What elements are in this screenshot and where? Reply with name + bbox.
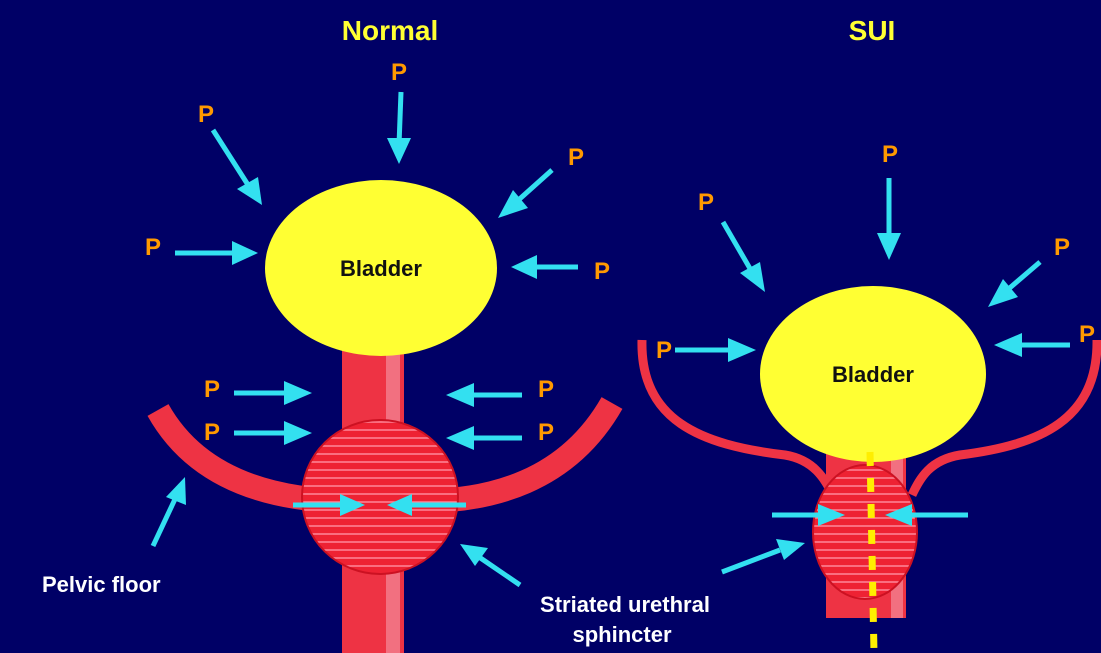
sui-bladder-label: Bladder: [832, 362, 914, 387]
normal-p-mid-right-2: P: [538, 419, 554, 446]
normal-p-mid-right-1: P: [538, 376, 554, 403]
normal-p-mid-left-2: P: [204, 419, 220, 446]
sui-p-upper-left: P: [698, 189, 714, 216]
sui-sphincter: [813, 465, 917, 599]
normal-p-upper-right: P: [568, 144, 584, 171]
sui-p-left: P: [656, 337, 672, 364]
normal-p-left: P: [145, 234, 161, 261]
title-sui: SUI: [849, 15, 896, 46]
normal-p-top: P: [391, 59, 407, 86]
normal-p-right: P: [594, 258, 610, 285]
title-normal: Normal: [342, 15, 438, 46]
normal-p-mid-left-1: P: [204, 376, 220, 403]
sphincter-label-line1: Striated urethral: [540, 592, 710, 617]
sui-p-upper-right: P: [1054, 234, 1070, 261]
sui-p-top: P: [882, 141, 898, 168]
normal-bladder-label: Bladder: [340, 256, 422, 281]
normal-p-upper-left: P: [198, 101, 214, 128]
sui-diagram: Bladder P P P P P: [642, 141, 1097, 653]
sphincter-label-line2: sphincter: [572, 622, 671, 647]
normal-diagram: Bladder P P P P P P P P P: [145, 59, 612, 653]
normal-sphincter: [302, 420, 458, 574]
pelvic-floor-label: Pelvic floor: [42, 572, 161, 597]
sui-p-right: P: [1079, 321, 1095, 348]
